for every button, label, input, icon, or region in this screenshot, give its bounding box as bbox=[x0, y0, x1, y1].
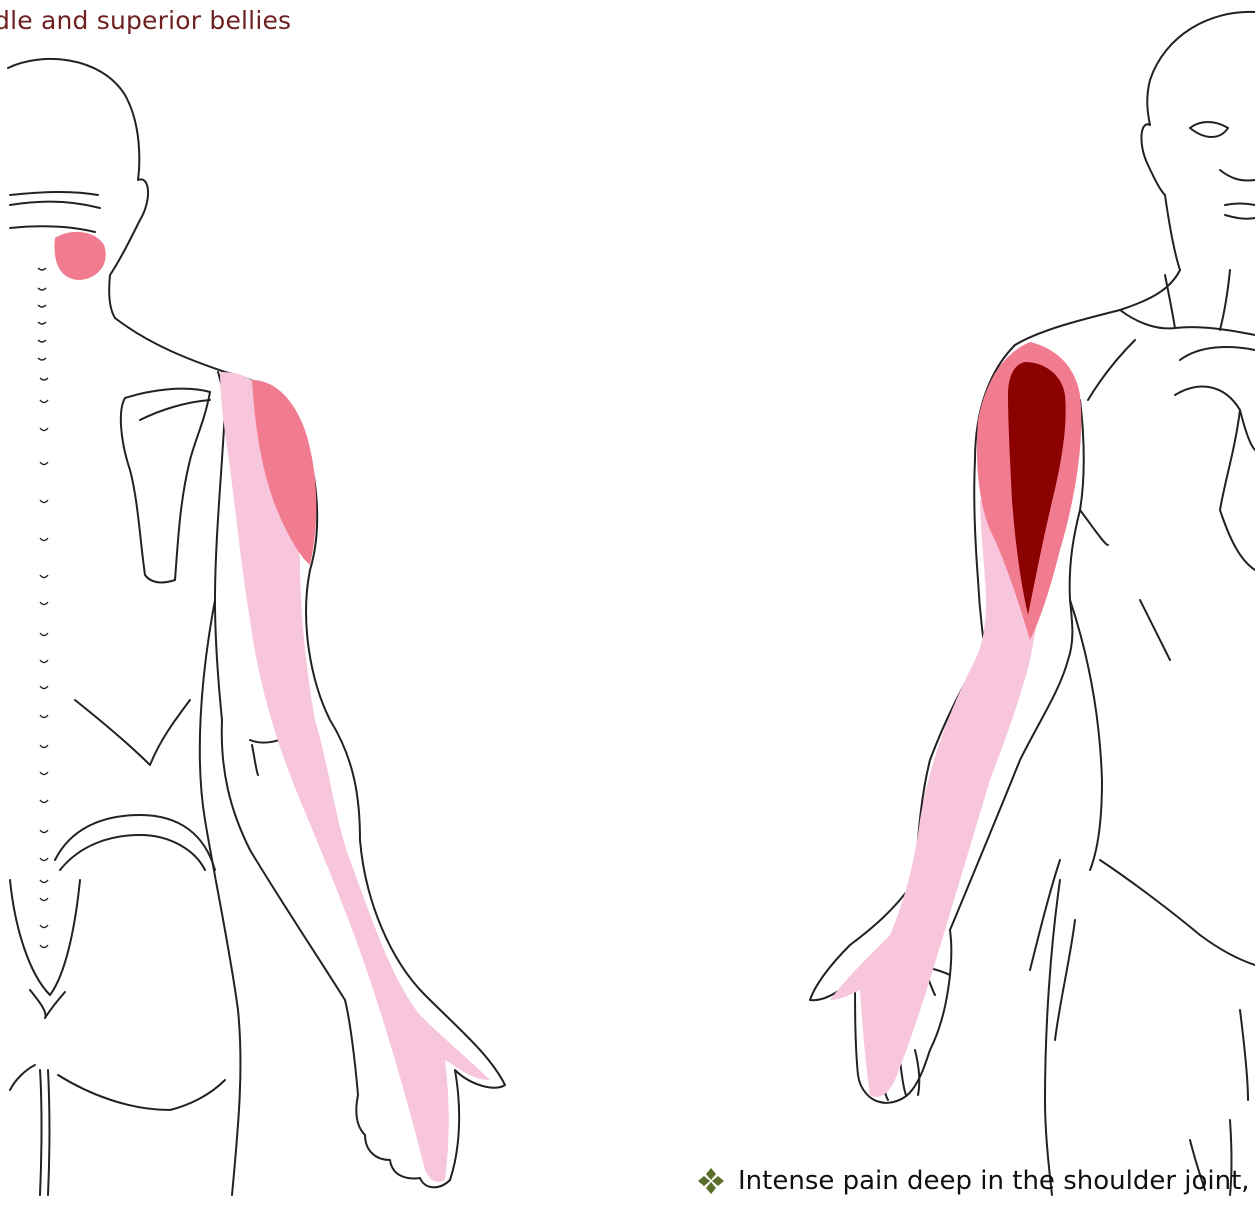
bullet-text: Intense pain deep in the shoulder joint, bbox=[738, 1166, 1250, 1196]
spine-marks bbox=[38, 268, 48, 948]
neck-pain-spot bbox=[54, 232, 105, 280]
four-diamond-bullet-icon bbox=[696, 1166, 726, 1196]
bullet-item: Intense pain deep in the shoulder joint, bbox=[696, 1163, 1250, 1199]
figure-caption: dle and superior bellies bbox=[0, 6, 291, 35]
